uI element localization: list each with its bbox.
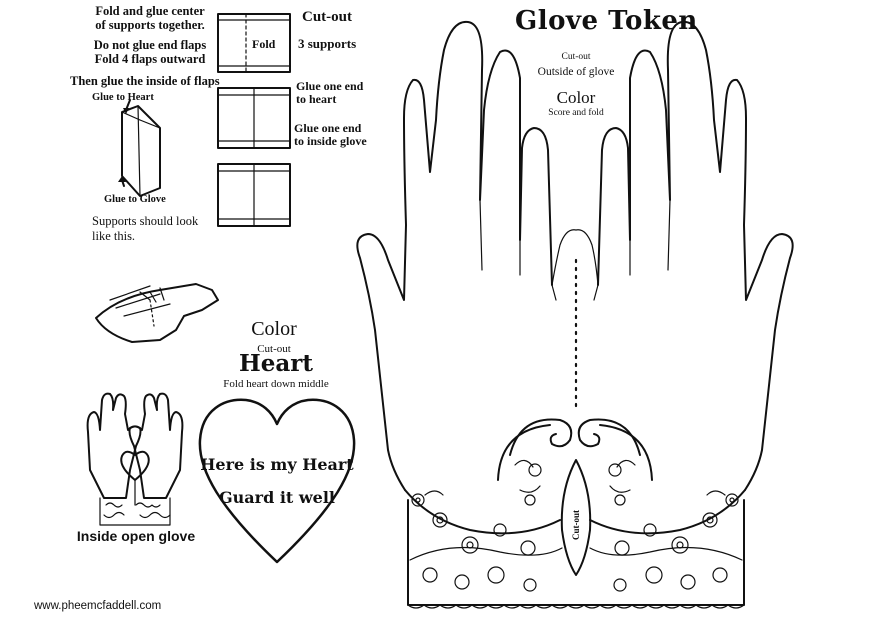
glove-color-label: Color: [556, 88, 596, 107]
supports-note: Supports should look like this.: [92, 214, 198, 244]
glue-to-glove-label: Glue to Glove: [104, 194, 166, 205]
glove-title: Glove Token: [515, 6, 698, 36]
support-template-3: [217, 163, 291, 227]
supports-note-line: Supports should look: [92, 214, 199, 228]
supports-cut-out: Cut-out: [302, 9, 353, 25]
glove-outline: [356, 20, 794, 491]
note-line: to heart: [296, 92, 337, 106]
glove-outside-label: Outside of glove: [537, 66, 615, 78]
glue-to-glove-note: Glue one end to inside glove: [294, 122, 367, 148]
cuff-cut-out: Cut-out: [571, 510, 581, 541]
footer-url: www.pheemcfaddell.com: [34, 600, 162, 612]
glove-score-fold: Score and fold: [548, 108, 604, 118]
heart-outline: [198, 398, 356, 564]
glove-cuff-lace: [404, 418, 746, 609]
heart-fold-note: Fold heart down middle: [223, 378, 329, 390]
instruction-line: Fold and glue center: [95, 4, 205, 18]
supports-note-line: like this.: [92, 229, 136, 243]
instruction-block-1: Fold and glue center of supports togethe…: [80, 4, 220, 32]
instruction-line: of supports together.: [95, 18, 205, 32]
folded-support-diagram: [118, 99, 161, 197]
support-template-1: [217, 13, 291, 73]
instruction-block-2: Do not glue end flaps Fold 4 flaps outwa…: [80, 38, 220, 66]
heart-title: Heart: [238, 350, 313, 377]
support-template-2: [217, 87, 291, 149]
heart-cut-out: Cut-out: [257, 343, 291, 355]
note-line: Glue one end: [294, 121, 362, 135]
instruction-line: Do not glue end flaps: [93, 38, 207, 52]
inside-open-glove-sketch: [86, 392, 184, 526]
note-line: to inside glove: [294, 134, 367, 148]
supports-count: 3 supports: [298, 36, 357, 51]
glove-cut-out: Cut-out: [561, 52, 591, 62]
instruction-line: Fold 4 flaps outward: [94, 52, 206, 66]
glue-to-heart-note: Glue one end to heart: [296, 80, 363, 106]
note-line: Glue one end: [296, 79, 364, 93]
glue-to-heart-label: Glue to Heart: [92, 92, 154, 103]
heart-color-label: Color: [251, 318, 297, 340]
fold-label: Fold: [252, 37, 276, 51]
glove-side-sketch: [95, 283, 219, 343]
inside-glove-label: Inside open glove: [76, 528, 196, 544]
heart-message-line-2: Guard it well: [219, 488, 335, 507]
heart-message-line-1: Here is my Heart: [200, 455, 354, 474]
instruction-line: Then glue the inside of flaps: [70, 74, 220, 88]
